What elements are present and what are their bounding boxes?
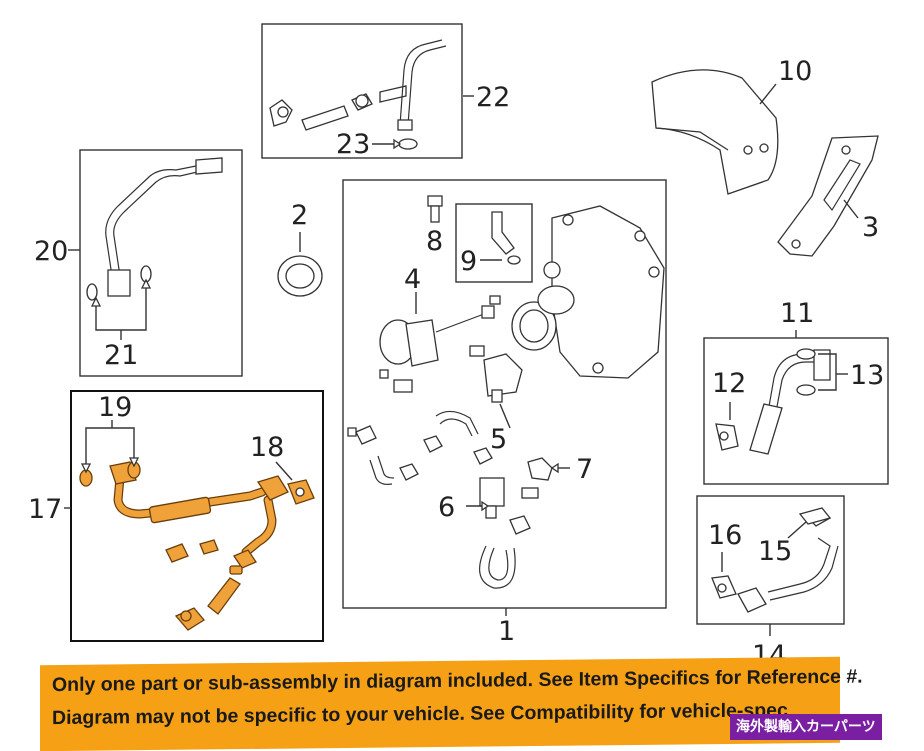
- seller-tag: 海外製輸入カーパーツ: [730, 714, 882, 740]
- part-12-gasket: [715, 423, 739, 451]
- callout-7: 7: [576, 454, 593, 485]
- part-23-seal: [398, 138, 418, 150]
- callout-3: 3: [862, 212, 879, 243]
- part-3-bracket: [777, 135, 879, 257]
- callout-18: 18: [250, 432, 284, 463]
- part-22-hose-assembly: [269, 39, 447, 131]
- callout-23: 23: [336, 129, 370, 160]
- part-6-solenoid: [479, 477, 505, 519]
- part-5-valve: [483, 353, 523, 403]
- part-8-bolt: [427, 195, 443, 223]
- part-9-fitting: [491, 211, 521, 265]
- callout-20: 20: [34, 236, 68, 267]
- part-13-seals: [796, 348, 816, 396]
- part-fasteners-misc: [379, 345, 485, 393]
- callout-2: 2: [291, 200, 308, 231]
- callout-5: 5: [490, 424, 507, 455]
- callout-19: 19: [98, 392, 132, 423]
- box-8-9: [455, 203, 533, 283]
- callout-17: 17: [28, 494, 62, 525]
- part-21-seals: [86, 265, 152, 301]
- callout-9: 9: [460, 246, 477, 277]
- part-10-heat-shield: [651, 69, 779, 195]
- callout-22: 22: [476, 82, 510, 113]
- box-main-turbo: [342, 179, 667, 609]
- disclaimer-line-2: Diagram may not be specific to your vehi…: [52, 699, 788, 730]
- callout-6: 6: [438, 492, 455, 523]
- part-11-return-pipe: [749, 349, 831, 455]
- part-2-seal-ring: [277, 255, 323, 297]
- callout-8: 8: [426, 226, 443, 257]
- part-hose-loop: [479, 545, 516, 589]
- part-hoses-clamps: [347, 410, 531, 535]
- callout-16: 16: [708, 520, 742, 551]
- callout-21: 21: [104, 340, 138, 371]
- callout-11: 11: [780, 298, 814, 329]
- part-17-oil-line-highlighted: [109, 461, 289, 631]
- part-15-gasket: [798, 507, 832, 525]
- callout-15: 15: [758, 536, 792, 567]
- disclaimer-banner: Only one part or sub-assembly in diagram…: [40, 656, 863, 751]
- part-16-gasket: [711, 575, 737, 599]
- callout-13: 13: [850, 360, 884, 391]
- part-bolt-small: [521, 487, 539, 499]
- part-4-wastegate-actuator: [379, 295, 501, 367]
- part-18-gasket-highlighted: [287, 479, 315, 505]
- disclaimer-line-1: Only one part or sub-assembly in diagram…: [52, 665, 863, 697]
- part-20-oil-feed-line: [105, 157, 223, 297]
- callout-4: 4: [404, 264, 421, 295]
- box-17-19-highlighted: [70, 390, 324, 642]
- box-22-23: [261, 23, 463, 159]
- callout-1: 1: [498, 616, 515, 647]
- part-19-seals-highlighted: [79, 461, 141, 487]
- callout-12: 12: [712, 368, 746, 399]
- part-7-bracket: [527, 457, 553, 481]
- part-turbocharger-body: [511, 205, 665, 379]
- callout-10: 10: [778, 56, 812, 87]
- box-20-21: [79, 149, 243, 377]
